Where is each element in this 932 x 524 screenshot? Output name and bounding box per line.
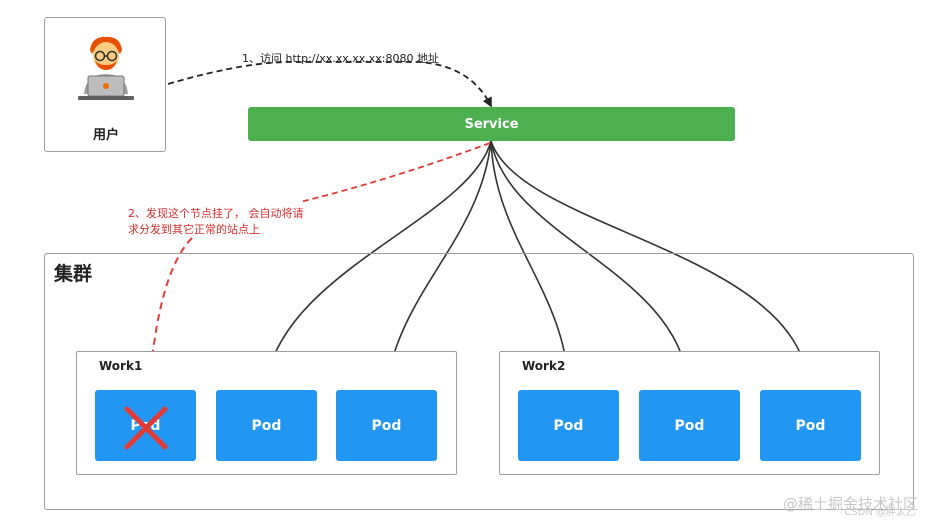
pod-label: Pod bbox=[795, 417, 826, 434]
watermark-sub: CSDN @胖太乙 bbox=[844, 507, 916, 518]
service-to-pod-arrow bbox=[490, 140, 814, 392]
pod-label: Pod bbox=[553, 417, 584, 434]
pod: Pod bbox=[216, 390, 317, 461]
pod-label: Pod bbox=[251, 417, 282, 434]
user-label: 用户 bbox=[92, 128, 119, 143]
service-to-pod-arrow bbox=[260, 140, 492, 392]
cluster-box bbox=[44, 253, 914, 510]
failover-note-line1: 2、发现这个节点挂了， 会自动将请 bbox=[128, 207, 304, 220]
pod: Pod bbox=[336, 390, 437, 461]
work1-title: Work1 bbox=[99, 359, 143, 373]
watermark: @稀土掘金技术社区 bbox=[782, 495, 918, 513]
pod-label: Pod bbox=[674, 417, 705, 434]
failover-note: 2、发现这个节点挂了， 会自动将请 求分发到其它正常的站点上 bbox=[128, 206, 304, 238]
pod: Pod bbox=[760, 390, 861, 461]
work2-title: Work2 bbox=[522, 359, 566, 373]
pod: Pod bbox=[518, 390, 619, 461]
failure-x-icon bbox=[124, 406, 168, 450]
service-node: Service bbox=[248, 107, 735, 141]
user-box: 用户 bbox=[44, 17, 166, 152]
pod: Pod bbox=[639, 390, 740, 461]
failover-note-line2: 求分发到其它正常的站点上 bbox=[128, 223, 260, 236]
access-note: 1、访问 http://xx.xx.xx.xx:8080 地址 bbox=[242, 52, 439, 65]
pod-label: Pod bbox=[371, 417, 402, 434]
user-laptop-icon bbox=[78, 36, 134, 100]
cluster-title: 集群 bbox=[54, 263, 93, 285]
user-to-service-arrow bbox=[167, 60, 492, 108]
service-to-pod-arrow bbox=[490, 140, 694, 392]
failover-arrow bbox=[299, 142, 491, 203]
